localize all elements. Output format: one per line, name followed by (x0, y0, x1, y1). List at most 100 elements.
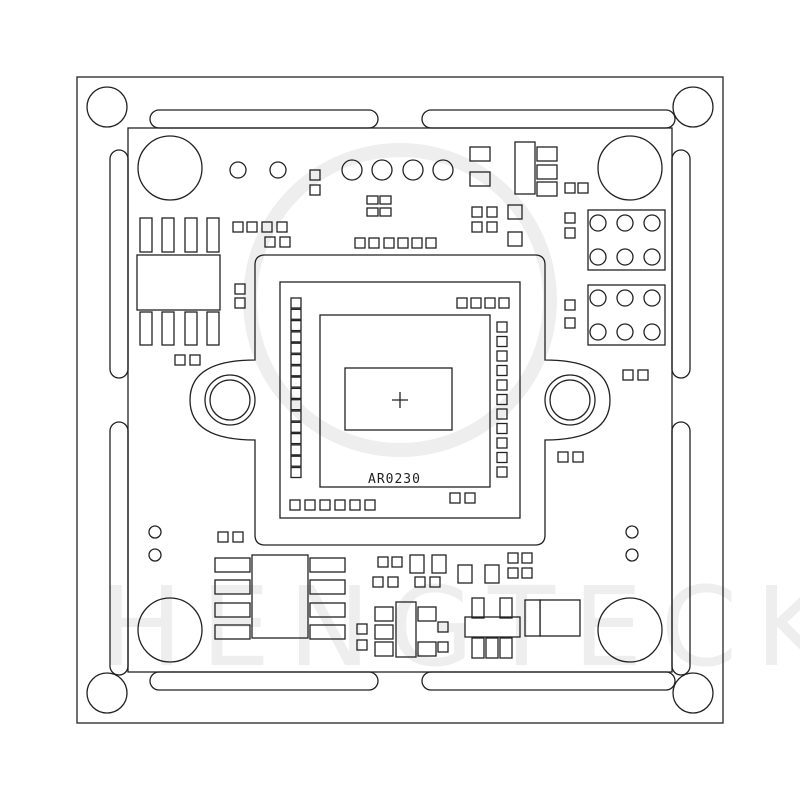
smd-pad (496, 350, 508, 362)
smd-pad (290, 342, 302, 354)
smd-pad (290, 466, 302, 479)
smd-pad (383, 237, 395, 249)
smd-pad (496, 408, 508, 420)
transistor-pad (536, 164, 558, 180)
transistor-pad (536, 181, 558, 197)
smd-pad (232, 221, 244, 233)
smd-pad (290, 376, 302, 388)
transistor-pad (536, 146, 558, 162)
smd-pad (309, 169, 321, 181)
smd-pad (354, 237, 366, 249)
pad (507, 231, 523, 247)
smd-pad (564, 317, 576, 329)
smd-pad (379, 207, 392, 217)
header-pin (589, 289, 607, 307)
ic-left-body (136, 254, 221, 311)
smd-pad (290, 387, 302, 400)
smd-pad (437, 641, 449, 653)
header-pin (643, 289, 661, 307)
smd-pad (449, 492, 461, 504)
smd-pad (366, 195, 379, 205)
smd-pad (372, 576, 384, 588)
inner-outline (127, 127, 673, 673)
smd-pad (309, 184, 321, 196)
smd-pad (496, 393, 508, 406)
via-hole (432, 159, 454, 181)
lens-mount-hole-left-inner (209, 379, 251, 421)
components (136, 141, 666, 659)
ic-pin (214, 579, 251, 595)
smd-pad (290, 353, 302, 366)
smd-pad (470, 297, 482, 309)
sensor-holder-outline (189, 254, 611, 546)
edge-slot (149, 109, 379, 129)
smd-pad (349, 499, 361, 511)
smd-pad (276, 221, 288, 233)
corner-hole (672, 672, 714, 714)
smd-pad (414, 576, 426, 588)
pin-header (587, 209, 666, 271)
smd-pad (189, 354, 201, 366)
header-pin (589, 323, 607, 341)
pad (507, 204, 523, 220)
smd-pad (377, 556, 389, 568)
smd-pad (246, 221, 258, 233)
ic-pin (139, 311, 153, 346)
smd-pad (304, 499, 316, 511)
corner-hole (86, 86, 128, 128)
smd-pad (264, 236, 276, 248)
ic-pin (161, 311, 175, 346)
board-edge (76, 76, 724, 724)
smd-pad (564, 182, 576, 194)
ic-pin (309, 579, 346, 595)
mounting-hole (137, 135, 203, 201)
ic-pin (309, 624, 346, 640)
edge-slot (421, 109, 676, 129)
smd-pad (496, 451, 508, 464)
ic-pin (184, 311, 198, 346)
via-hole (625, 525, 639, 539)
ic-pin (309, 602, 346, 618)
via-hole (371, 159, 393, 181)
smd-pad (471, 221, 483, 233)
smd-pad (622, 369, 634, 381)
regulator-body (464, 616, 521, 638)
ic-pin (214, 624, 251, 640)
smd-pad (521, 552, 533, 564)
board-slots (109, 109, 691, 691)
corner-hole (672, 86, 714, 128)
via-hole (341, 159, 363, 181)
smd-pad (437, 621, 449, 633)
smd-pad (486, 206, 498, 218)
smd-pad (279, 236, 291, 248)
transistor-pad (374, 624, 394, 640)
via-hole (148, 548, 162, 562)
sensor-active-area (344, 367, 453, 431)
lens-mount-hole-right (544, 374, 596, 426)
smd-pad (366, 207, 379, 217)
ic-pin (139, 217, 153, 253)
ic-pin (309, 557, 346, 573)
smd-pad (411, 237, 423, 249)
smd-pad (496, 335, 508, 348)
smd-pad (290, 365, 302, 377)
ic-pin (214, 557, 251, 573)
via-hole (402, 159, 424, 181)
smd-pad (496, 437, 508, 449)
sensor-label: AR0230 (368, 472, 421, 487)
transistor-top (514, 141, 536, 195)
ic-pin (214, 602, 251, 618)
lens-mount-hole-left (204, 374, 256, 426)
smd-pad (290, 444, 302, 456)
smd-pad (290, 432, 302, 445)
header-pin (616, 323, 634, 341)
capacitor (431, 554, 447, 574)
smd-pad (496, 321, 508, 333)
smd-pad (564, 227, 576, 239)
corner-holes (86, 86, 714, 714)
smd-pad (486, 221, 498, 233)
smd-pad (364, 499, 376, 511)
smd-pad (456, 297, 468, 309)
